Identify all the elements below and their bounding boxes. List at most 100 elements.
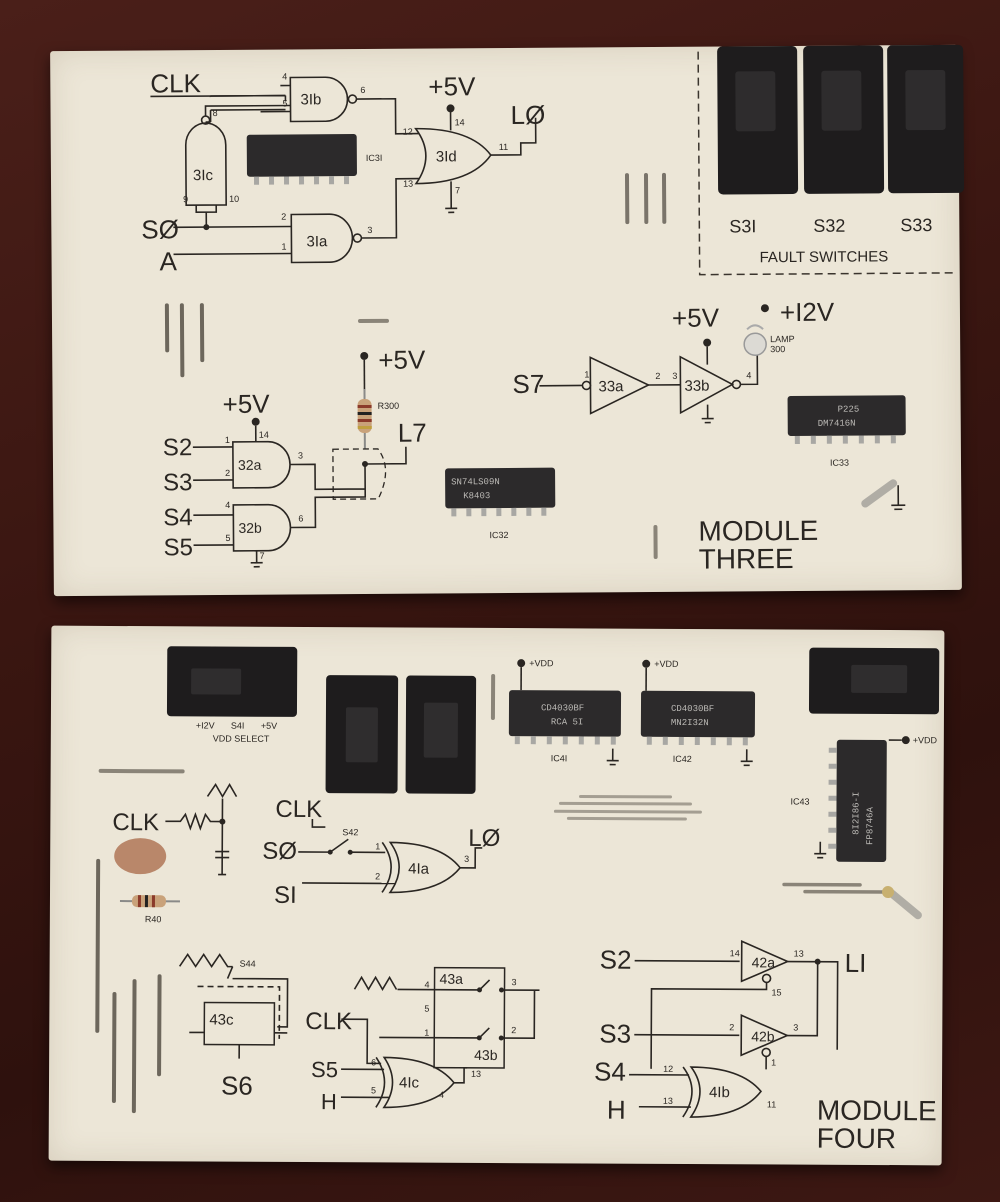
s0-label: SØ: [262, 838, 297, 865]
svg-text:14: 14: [730, 948, 740, 958]
gate-33b: [679, 355, 735, 415]
ic32-ref: IC32: [489, 530, 508, 540]
ic32-marking-2: K8403: [463, 491, 490, 501]
svg-text:12: 12: [663, 1064, 673, 1074]
svg-text:1: 1: [375, 841, 380, 851]
ground-test-pin-four: [882, 886, 922, 920]
gate-41c: [382, 1056, 456, 1109]
switch-s43[interactable]: [405, 675, 477, 794]
gate-41b-label: 4Ib: [709, 1084, 730, 1101]
ic43-marking-1: 8I2I86-I: [851, 792, 861, 835]
ic42-marking-1: CD4030BF: [671, 704, 714, 714]
svg-text:13: 13: [663, 1096, 673, 1106]
ic33-ref: IC33: [830, 458, 849, 468]
gate-33a-label: 33a: [598, 378, 624, 395]
svg-text:8: 8: [213, 108, 218, 118]
svg-text:1: 1: [225, 435, 230, 445]
s3-label: S3: [163, 469, 193, 496]
module-three-title-2: THREE: [699, 543, 794, 575]
svg-text:15: 15: [771, 987, 781, 997]
fault-switches-label: FAULT SWITCHES: [760, 248, 889, 266]
resistor-r300: [357, 388, 372, 449]
gate-31b: [289, 76, 349, 123]
l1-label: LI: [845, 948, 867, 978]
vdd-select-switch-label: S4I: [231, 721, 245, 731]
svg-text:14: 14: [259, 430, 269, 440]
svg-text:5: 5: [371, 1085, 376, 1095]
s5-label: S5: [163, 534, 193, 561]
svg-text:3: 3: [512, 977, 517, 987]
gate-41a: [388, 841, 462, 894]
s6-label: S6: [221, 1071, 253, 1101]
gate-33a: [589, 356, 651, 415]
vdd-select-switch-s41[interactable]: [166, 646, 298, 717]
svg-text:11: 11: [499, 142, 508, 152]
svg-text:3: 3: [298, 450, 303, 460]
svg-text:6: 6: [371, 1057, 376, 1067]
ic43-vdd-label: +VDD: [913, 735, 938, 745]
svg-text:2: 2: [511, 1025, 516, 1035]
svg-text:6: 6: [360, 85, 365, 95]
l0-label: LØ: [510, 100, 545, 130]
fault-switch-s32[interactable]: [803, 45, 885, 194]
svg-text:2: 2: [281, 212, 286, 222]
fault-switch-s31-label: S3I: [729, 216, 756, 236]
fault-switch-s33-label: S33: [900, 215, 932, 235]
fault-switch-s31[interactable]: [717, 45, 799, 195]
s42-label: S42: [342, 827, 358, 837]
fault-switch-s33[interactable]: [887, 44, 965, 194]
switch-s45[interactable]: [808, 647, 940, 715]
gate-31b-label: 3Ib: [300, 91, 321, 108]
svg-text:12: 12: [403, 127, 413, 137]
svg-text:3: 3: [464, 854, 469, 864]
gate-41a-label: 4Ia: [408, 861, 430, 878]
module-three-title-1: MODULE: [698, 515, 818, 547]
ic43-marking-2: FP8746A: [865, 807, 875, 845]
ic41-vdd-label: +VDD: [529, 658, 554, 668]
gate-31c-label: 3Ic: [193, 167, 214, 184]
svg-text:4: 4: [282, 72, 287, 82]
r300-label: R300: [378, 401, 400, 411]
svg-text:3: 3: [367, 225, 372, 235]
s2-label: S2: [600, 945, 632, 975]
vdd-select-right-label: +5V: [261, 721, 277, 731]
h-left-label: H: [321, 1089, 337, 1114]
svg-text:11: 11: [767, 1099, 776, 1109]
svg-text:9: 9: [183, 194, 188, 204]
gate-31d-label: 3Id: [436, 148, 457, 165]
ic31-chip: [246, 134, 357, 185]
svg-text:13: 13: [471, 1069, 481, 1079]
gate-41b: [689, 1066, 763, 1118]
ic33-marking-1: P225: [838, 405, 860, 415]
s3-label: S3: [599, 1019, 631, 1049]
clk-43-label: CLK: [305, 1008, 352, 1035]
ic41-marking-2: RCA 5I: [551, 717, 583, 727]
plus5v-r300-label: +5V: [378, 345, 426, 375]
gate-32b: [232, 503, 292, 552]
ic33-chip: P225 DM7416N: [787, 395, 906, 444]
gate-43a-43b-box: [433, 966, 506, 1069]
clk-left-label: CLK: [112, 809, 159, 836]
svg-text:7: 7: [455, 185, 460, 195]
ic41-chip: CD4030BF RCA 5I: [508, 690, 622, 745]
svg-text:5: 5: [225, 533, 230, 543]
ic43-chip: 8I2I86-I FP8746A: [828, 739, 887, 863]
svg-text:5: 5: [424, 1004, 429, 1014]
gate-31c: [184, 122, 227, 207]
h-right-label: H: [607, 1095, 626, 1125]
s44-label: S44: [240, 959, 256, 969]
gate-42a-label: 42a: [752, 954, 776, 970]
ic42-chip: CD4030BF MN2I32N: [640, 690, 756, 746]
r40-label: R40: [145, 914, 162, 924]
switch-s42[interactable]: [325, 675, 399, 794]
svg-text:3: 3: [793, 1023, 798, 1033]
clk-41a-label: CLK: [275, 796, 322, 823]
s0-label: SØ: [141, 214, 179, 244]
svg-text:13: 13: [403, 179, 413, 189]
plus5v-top-label: +5V: [428, 71, 476, 101]
svg-text:4: 4: [746, 370, 751, 380]
gate-32a-label: 32a: [238, 457, 262, 473]
svg-text:14: 14: [455, 117, 465, 127]
ic32-chip: SN74LS09N K8403: [445, 467, 556, 517]
